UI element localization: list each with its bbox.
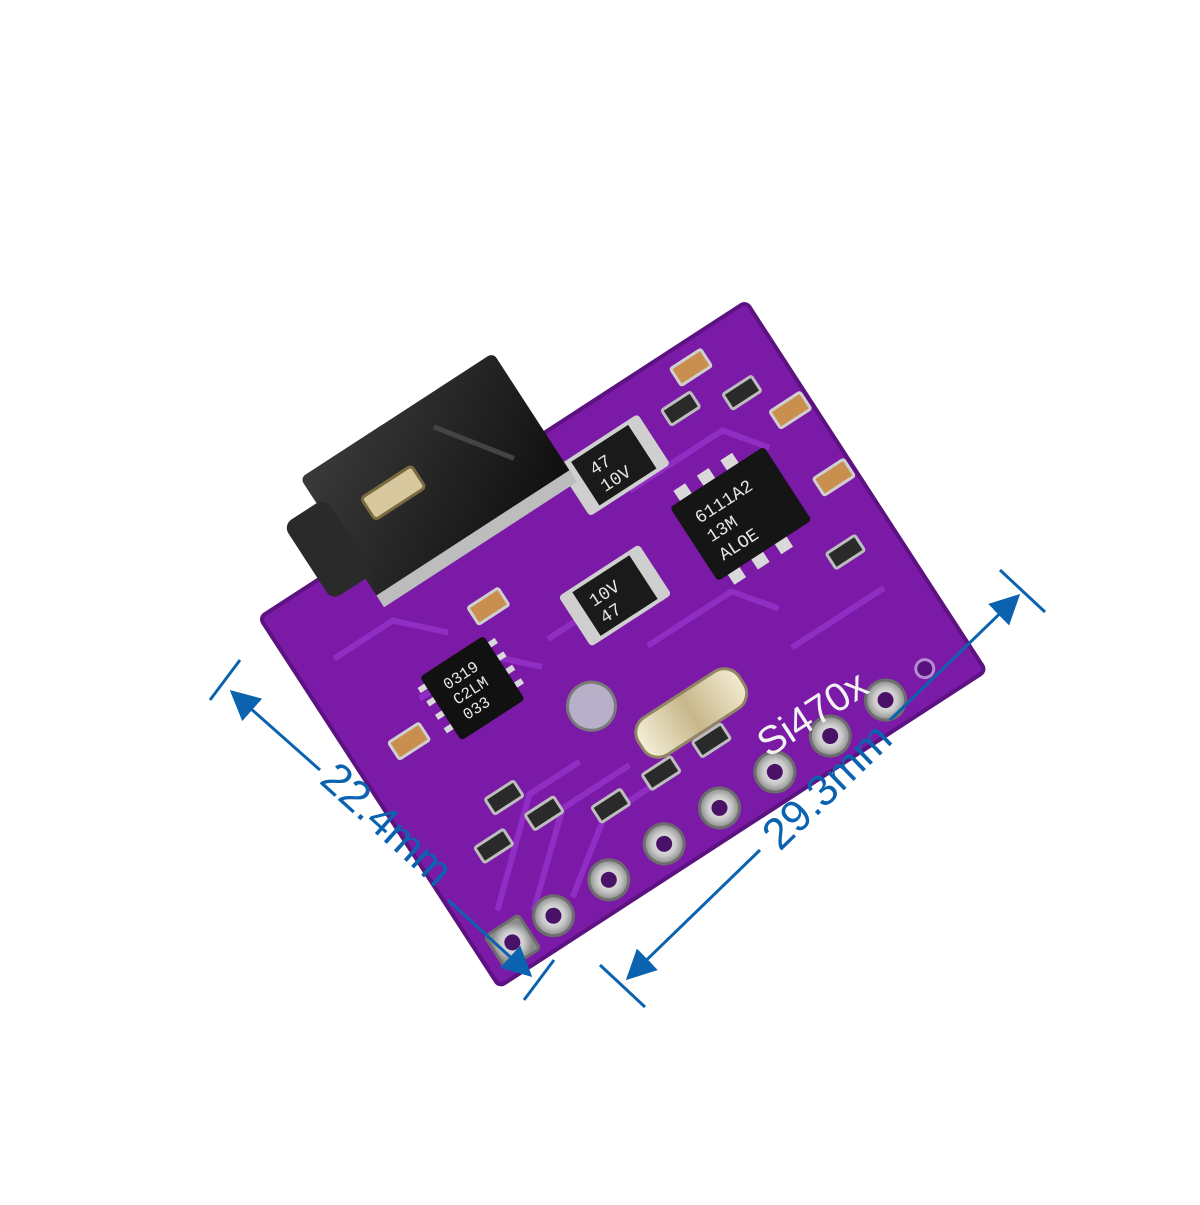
crystal-oscillator — [634, 667, 749, 759]
mounting-hole — [914, 658, 936, 680]
tantalum-cap-left: 10V 47 — [559, 545, 671, 646]
audio-jack — [286, 355, 577, 608]
pcb-board: 0319 C2LM 033 10V 47 47 10V — [259, 302, 986, 987]
round-pad — [565, 680, 617, 732]
ic-si470x: 0319 C2LM 033 — [417, 637, 525, 740]
tantalum-cap-right: 47 10V — [558, 415, 669, 515]
ic-amplifier: 6111A2 13M ALOE — [671, 447, 811, 585]
